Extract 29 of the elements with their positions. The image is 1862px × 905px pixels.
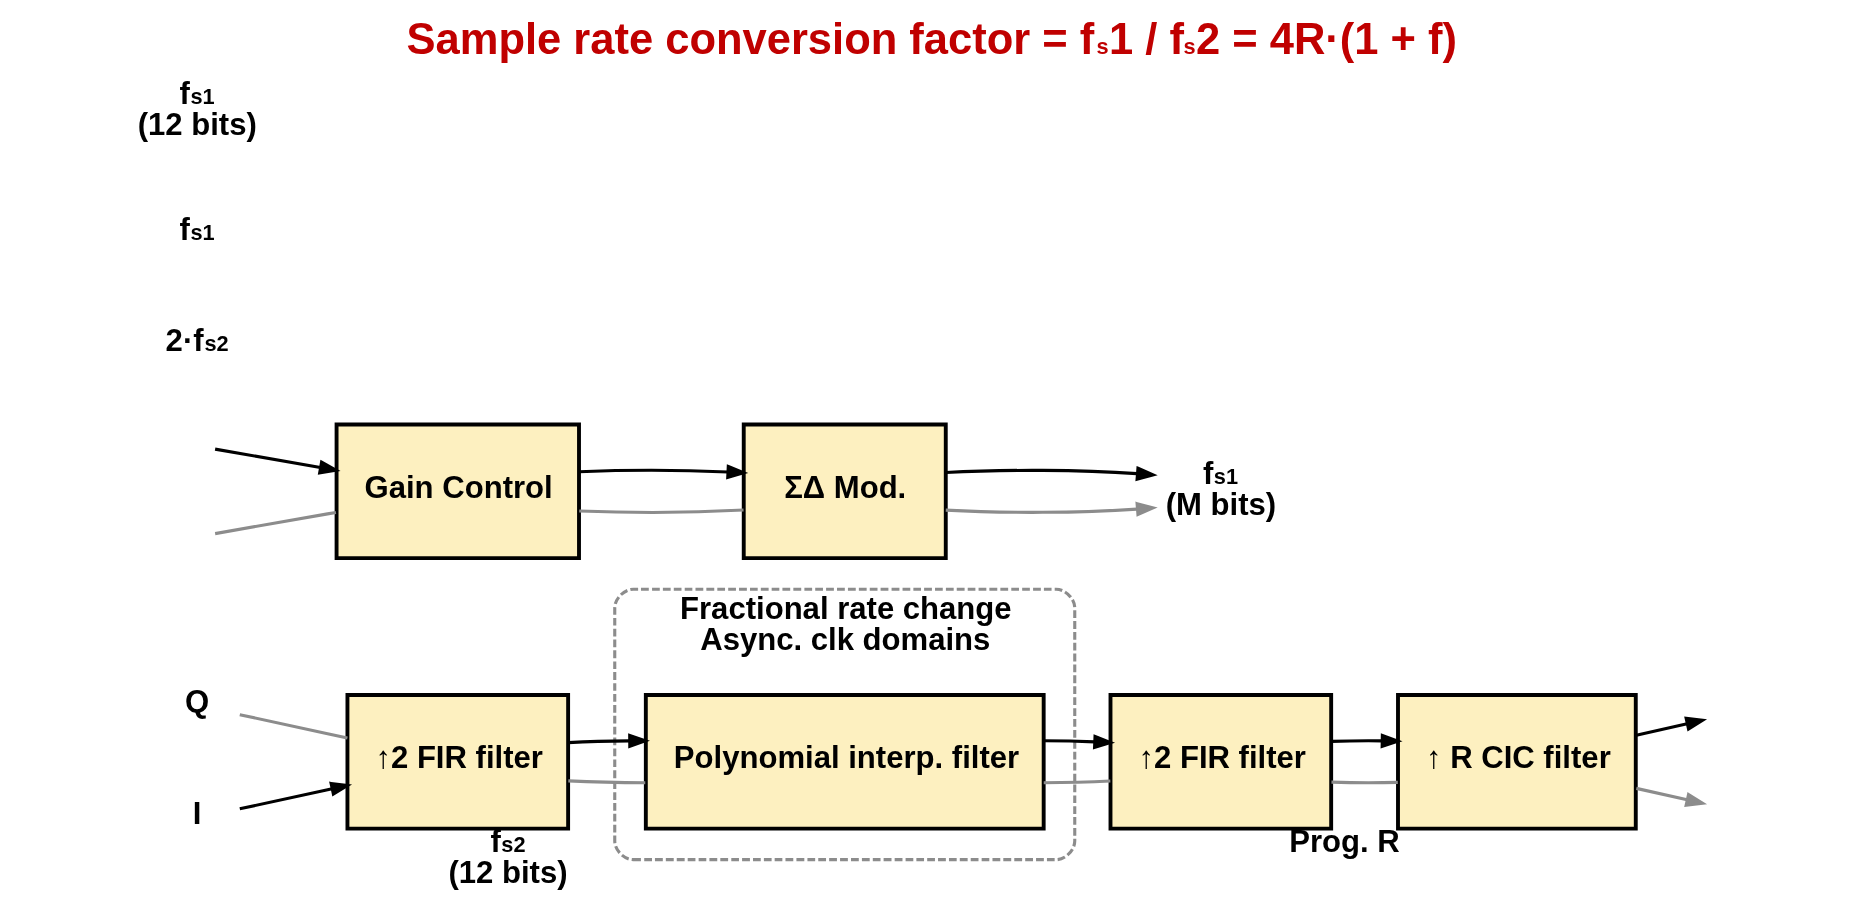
node-box: ↑2 FIR filter — [345, 693, 571, 831]
arrow — [1331, 733, 1403, 749]
node-text: I — [192, 795, 202, 831]
connector — [1331, 780, 1398, 785]
connector — [1043, 779, 1111, 785]
arrow — [945, 501, 1158, 517]
node-box: Polynomial interp. filter — [643, 693, 1046, 831]
arrow — [239, 781, 353, 811]
node-box: ΣΔ Mod. — [741, 422, 948, 561]
arrow — [568, 733, 650, 749]
arrow — [1636, 786, 1708, 807]
arrow — [1636, 716, 1708, 737]
node-box: ↑ R CIC filter — [1396, 693, 1638, 831]
node-text: fs1 (M bits) — [1165, 455, 1277, 522]
label: fs1 — [179, 211, 215, 247]
connector — [239, 713, 348, 740]
arrow — [214, 447, 341, 475]
node-box: ↑2 FIR filter — [1108, 693, 1334, 831]
arrow — [1043, 734, 1116, 750]
diagram-title: Sample rate conversion factor = fs1 / fs2 = 4R·(1 + f) — [406, 14, 1458, 63]
connector — [579, 508, 744, 514]
connector — [214, 510, 337, 536]
label: fs1 (12 bits) — [137, 76, 257, 143]
arrow — [579, 464, 749, 480]
node-text: Q — [185, 684, 210, 720]
arrow — [945, 465, 1158, 482]
label: 2·fs2 — [165, 323, 229, 359]
connector — [568, 779, 646, 785]
node-box: Gain Control — [334, 422, 581, 561]
